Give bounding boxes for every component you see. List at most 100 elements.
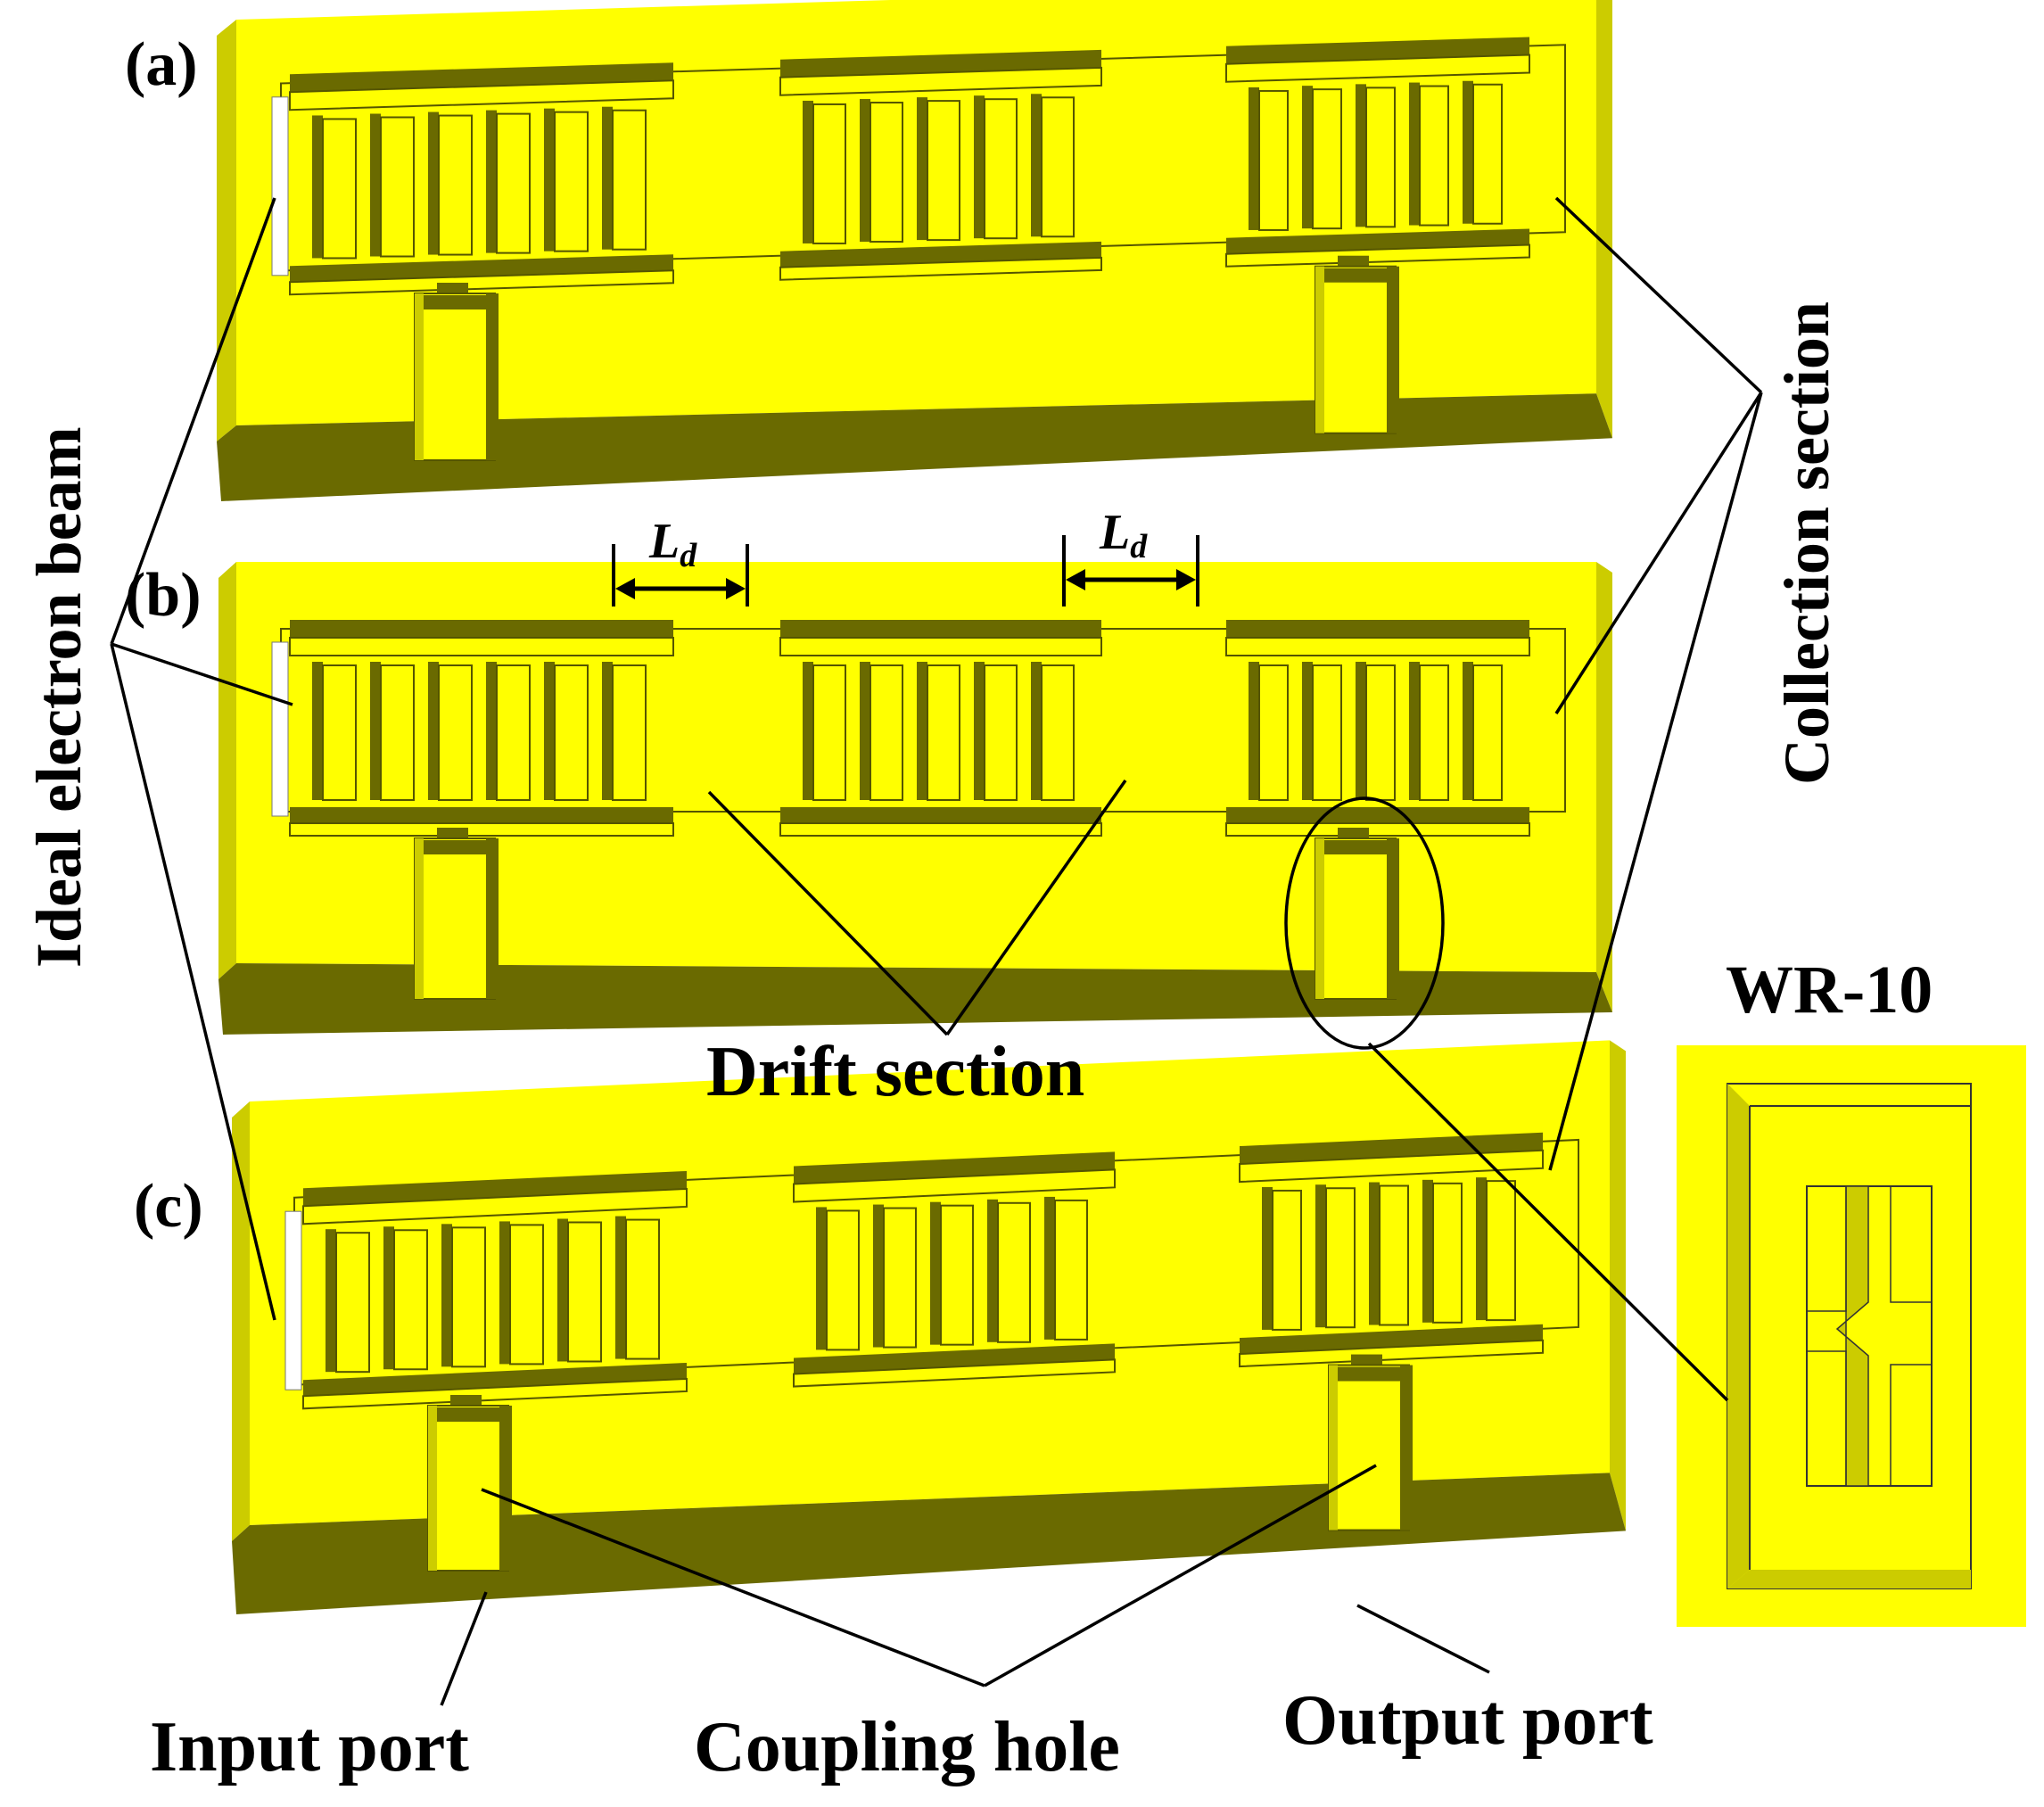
grating-vane — [974, 662, 985, 800]
output-port-waveguide — [1315, 255, 1399, 434]
grating-vane — [557, 1218, 568, 1362]
grating-vane-face — [883, 1207, 917, 1349]
leader-line — [111, 642, 293, 706]
grating-vane-face — [940, 1204, 974, 1346]
grating-vane — [860, 662, 870, 800]
wr10-cross-outline-right — [1890, 1186, 1933, 1486]
section-top-rail-face — [779, 637, 1102, 656]
wr10-label: WR-10 — [1726, 953, 1933, 1027]
grating-vane-face — [1486, 1180, 1516, 1322]
grating-vane-face — [335, 1232, 370, 1374]
port-wall-left — [1329, 1365, 1338, 1531]
grating-vane — [602, 662, 613, 800]
leader-lines — [110, 196, 1763, 1706]
panel-c-structure — [232, 1040, 1626, 1614]
grating-vane-face — [984, 664, 1018, 801]
section-top-rail — [780, 49, 1101, 78]
drift-length-marker-right: Ld — [1062, 505, 1199, 606]
grating-section-1 — [302, 1170, 688, 1410]
section-top-rail-face — [1225, 637, 1530, 656]
grating-vane — [1031, 662, 1042, 800]
leader-line — [1356, 1604, 1490, 1674]
grating-vane — [1249, 87, 1259, 230]
block-front-face — [217, 393, 1612, 501]
drift-length-symbol-right: L — [1099, 505, 1130, 560]
section-bottom-rail-face — [289, 269, 674, 296]
port-opening — [1315, 265, 1397, 434]
grating-vane — [1409, 82, 1420, 226]
port-opening — [414, 837, 496, 1000]
grating-vane — [428, 111, 439, 255]
section-top-rail-face — [793, 1168, 1116, 1203]
grating-vane — [1315, 1184, 1326, 1328]
coupling-hole-label: Coupling hole — [694, 1708, 1120, 1786]
leader-line — [1367, 1042, 1729, 1402]
port-back-wall — [424, 840, 486, 854]
leader-line — [110, 643, 276, 1321]
electron-beam-strip — [271, 641, 289, 817]
leader-line — [1554, 196, 1763, 394]
grating-vane — [486, 110, 497, 253]
grating-vane-face — [1432, 1182, 1463, 1324]
grating-vane — [974, 95, 985, 239]
block-left-face — [217, 20, 236, 441]
grating-vane-face — [812, 664, 846, 801]
section-bottom-rail — [780, 241, 1101, 268]
grating-vane — [486, 662, 497, 800]
grating-vane-face — [554, 111, 589, 252]
output-port-waveguide — [1328, 1354, 1413, 1531]
grating-vane-face — [380, 664, 415, 801]
grating-vane — [987, 1199, 998, 1342]
section-bottom-rail-face — [779, 822, 1102, 837]
grating-vane-face — [1258, 89, 1289, 231]
input-port-label: Input port — [150, 1708, 469, 1786]
port-wall-right — [1387, 838, 1399, 999]
leader-line — [984, 1464, 1377, 1687]
section-top-rail — [780, 620, 1101, 638]
output-port-label: Output port — [1282, 1681, 1653, 1760]
grating-vane — [1356, 662, 1366, 800]
port-opening — [427, 1405, 509, 1572]
drift-section-label: Drift section — [706, 1033, 1084, 1111]
grating-vane — [803, 662, 813, 800]
grating-vane-face — [393, 1229, 428, 1371]
section-top-rail — [1226, 37, 1529, 64]
grating-vane-face — [496, 112, 531, 254]
grating-vane-face — [438, 114, 473, 256]
section-top-rail — [303, 1170, 687, 1207]
grating-vane — [1356, 84, 1366, 227]
grating-vane — [1422, 1179, 1433, 1323]
grating-vane — [1302, 86, 1313, 229]
grating-vane — [602, 106, 613, 250]
port-back-wall — [1324, 840, 1387, 854]
grating-vane — [383, 1226, 394, 1370]
block-left-face — [232, 1102, 250, 1541]
grating-vane — [816, 1207, 827, 1350]
grating-vane — [917, 97, 927, 241]
grating-vane — [544, 662, 555, 800]
grating-vane — [1249, 662, 1259, 800]
panel-label-a: (a) — [125, 30, 198, 99]
section-bottom-rail-face — [793, 1358, 1116, 1388]
grating-vane-face — [1419, 85, 1449, 227]
input-port-waveguide — [414, 283, 499, 461]
port-wall-right — [1387, 266, 1399, 433]
grating-vane — [1031, 94, 1042, 237]
section-bottom-rail — [794, 1343, 1115, 1374]
block-right-face — [1610, 1040, 1626, 1531]
grating-vane — [1302, 662, 1313, 800]
wr10-bottom-wall — [1727, 1570, 1971, 1588]
grating-vane — [1044, 1196, 1055, 1340]
grating-vane-face — [509, 1224, 544, 1366]
grating-vane — [1476, 1177, 1487, 1321]
grating-section-1 — [289, 620, 674, 837]
leader-line — [440, 1591, 488, 1706]
grating-section-2 — [779, 620, 1102, 837]
grating-vane-face — [1312, 88, 1342, 230]
port-back-wall — [1338, 1366, 1400, 1382]
grating-vane — [1409, 662, 1420, 800]
port-wall-right — [499, 1406, 512, 1571]
grating-vane — [917, 662, 927, 800]
block-front-face — [218, 963, 1612, 1035]
grating-vane-face — [1379, 1184, 1409, 1326]
